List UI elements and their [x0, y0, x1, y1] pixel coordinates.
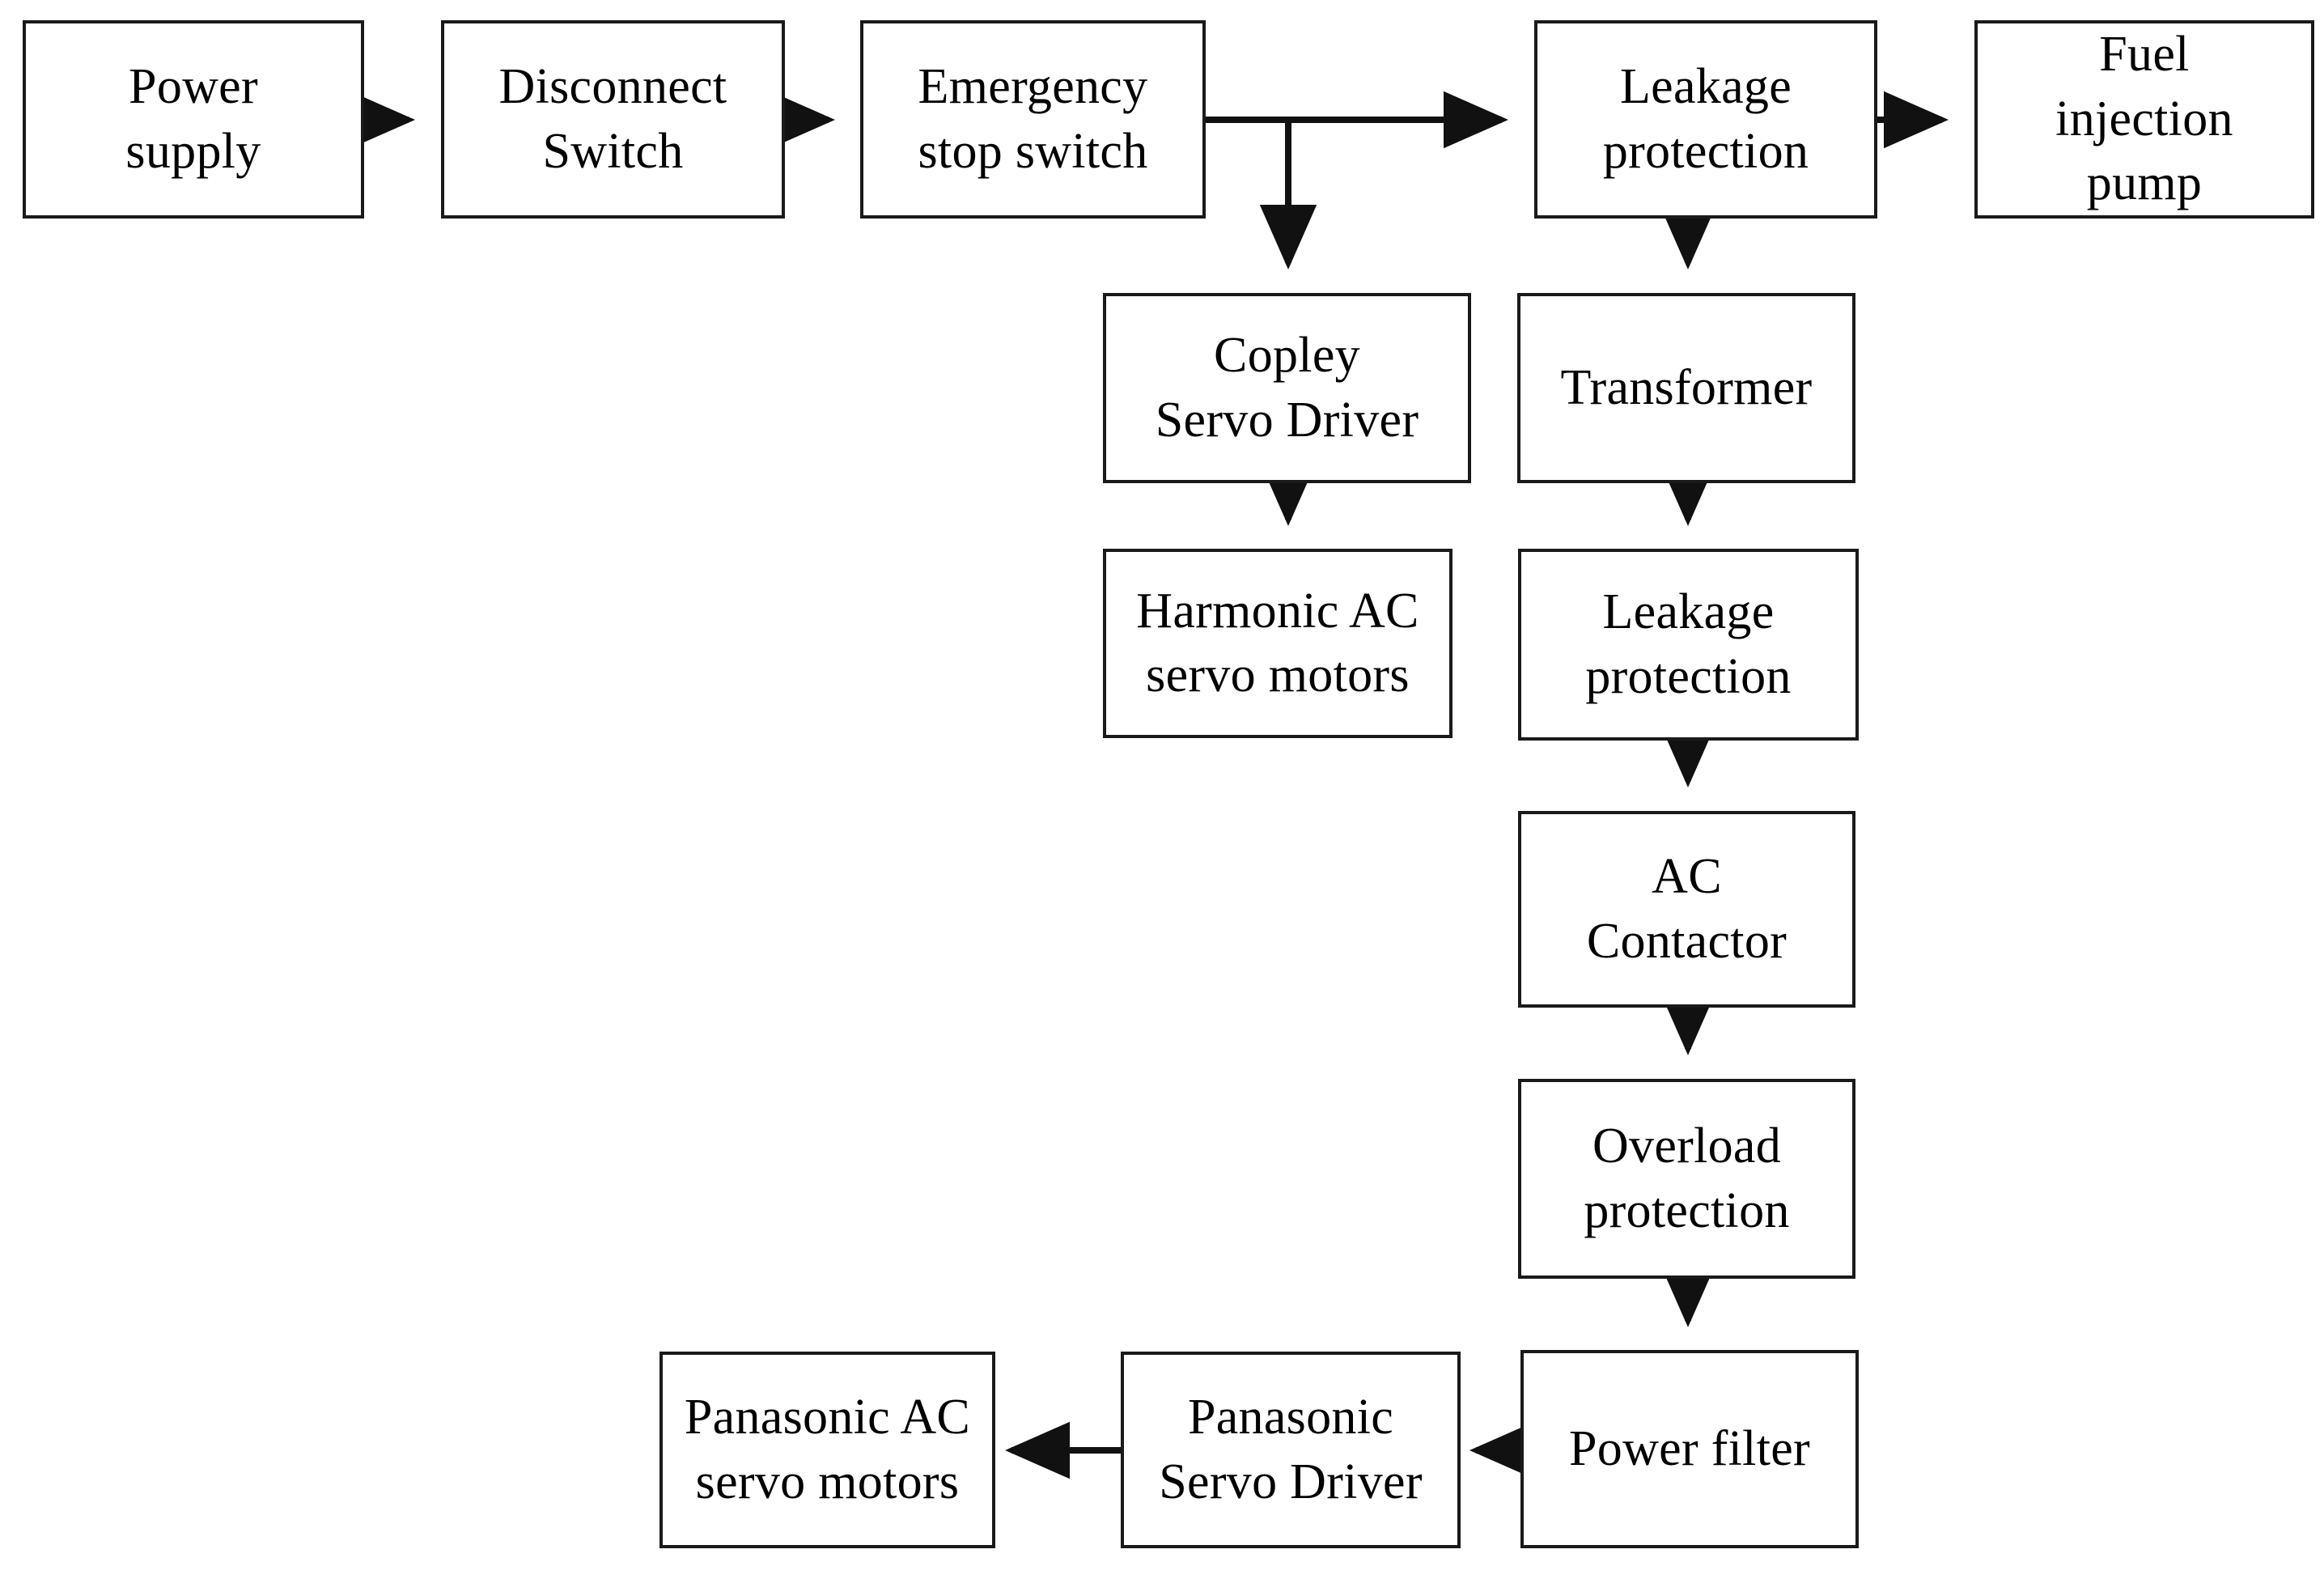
node-panasonic-ac-servo-motors[interactable]: Panasonic AC servo motors	[659, 1352, 995, 1548]
node-copley-servo-driver-label: Copley Servo Driver	[1155, 328, 1419, 448]
node-power-filter-label: Power filter	[1568, 1420, 1810, 1476]
node-disconnect-switch-label: Disconnect Switch	[498, 59, 727, 179]
node-overload-protection[interactable]: Overload protection	[1518, 1079, 1855, 1279]
node-fuel-injection-pump-label: Fuel injection pump	[2055, 27, 2233, 211]
node-disconnect-switch[interactable]: Disconnect Switch	[441, 20, 785, 219]
node-panasonic-servo-driver-label: Panasonic Servo Driver	[1159, 1390, 1423, 1509]
node-harmonic-ac-servo-motors-label: Harmonic AC servo motors	[1136, 583, 1419, 702]
node-power-supply[interactable]: Power supply	[23, 20, 364, 219]
node-power-supply-label: Power supply	[125, 59, 261, 179]
node-power-filter[interactable]: Power filter	[1520, 1350, 1859, 1548]
node-harmonic-ac-servo-motors[interactable]: Harmonic AC servo motors	[1103, 549, 1452, 738]
node-overload-protection-label: Overload protection	[1584, 1118, 1790, 1238]
node-copley-servo-driver[interactable]: Copley Servo Driver	[1103, 293, 1471, 483]
node-emergency-stop-switch[interactable]: Emergency stop switch	[860, 20, 1206, 219]
node-panasonic-servo-driver[interactable]: Panasonic Servo Driver	[1121, 1352, 1461, 1548]
node-transformer-label: Transformer	[1560, 359, 1813, 415]
node-transformer[interactable]: Transformer	[1517, 293, 1855, 483]
node-leakage-protection-1[interactable]: Leakage protection	[1534, 20, 1877, 219]
node-leakage-protection-1-label: Leakage protection	[1602, 59, 1809, 179]
node-ac-contactor-label: AC Contactor	[1586, 849, 1788, 969]
node-panasonic-ac-servo-motors-label: Panasonic AC servo motors	[684, 1390, 971, 1509]
node-emergency-stop-switch-label: Emergency stop switch	[918, 59, 1148, 179]
node-leakage-protection-2-label: Leakage protection	[1585, 584, 1792, 704]
node-fuel-injection-pump[interactable]: Fuel injection pump	[1974, 20, 2314, 219]
node-ac-contactor[interactable]: AC Contactor	[1518, 811, 1855, 1008]
node-leakage-protection-2[interactable]: Leakage protection	[1518, 549, 1859, 741]
